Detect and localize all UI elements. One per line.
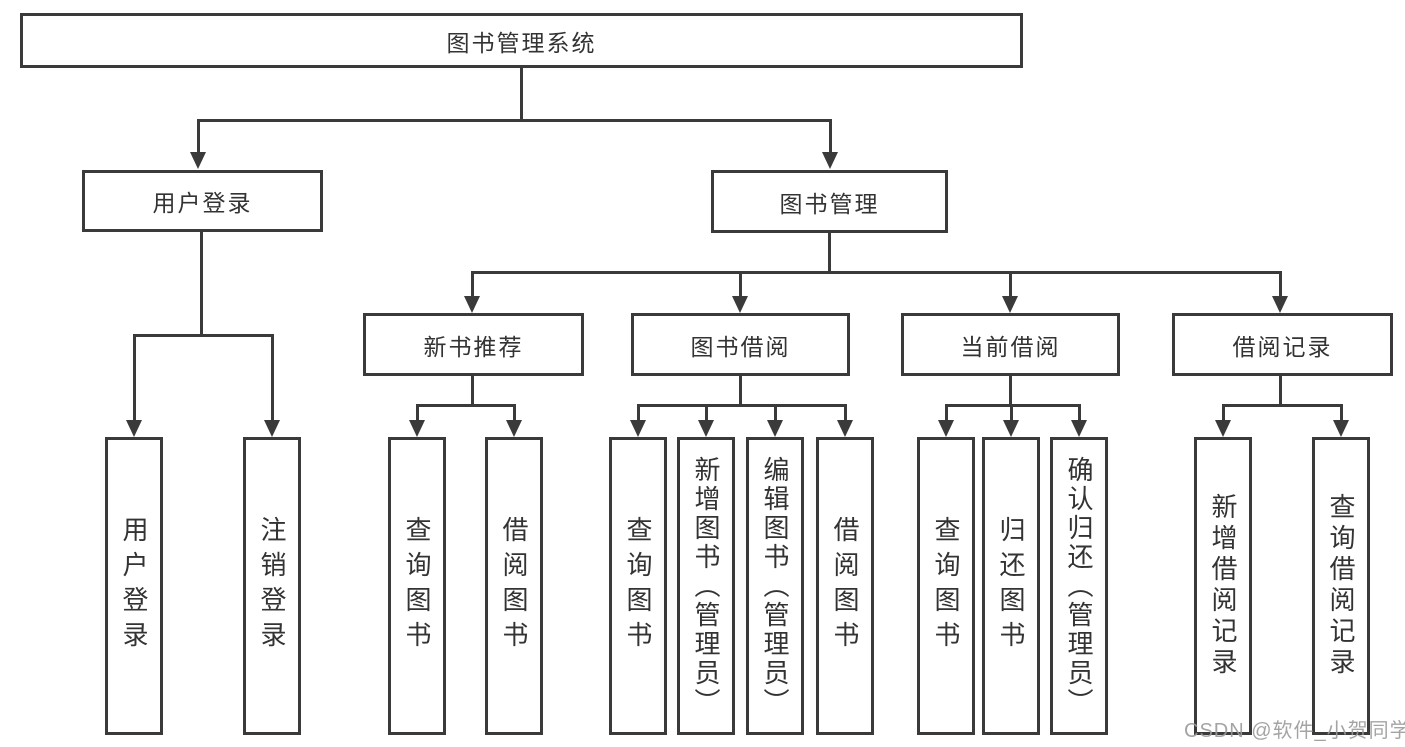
connector-line <box>133 334 136 422</box>
node-borrow-record: 借阅记录 <box>1172 313 1393 376</box>
leaf-confirm-return-admin: 确认归还（管理员） <box>1050 437 1108 735</box>
arrowhead-down <box>630 420 646 437</box>
node-new-book-recommend-label: 新书推荐 <box>423 333 524 360</box>
leaf-edit-book-admin: 编辑图书（管理员） <box>746 437 804 735</box>
connector-line <box>133 334 274 337</box>
leaf-query-book-recommend: 查询图书 <box>388 437 446 735</box>
connector-line <box>945 404 948 422</box>
arrowhead-down <box>190 152 206 169</box>
leaf-borrow-book: 借阅图书 <box>816 437 874 735</box>
leaf-return-book-label: 归还图书 <box>996 516 1026 656</box>
arrowhead-down <box>1215 420 1231 437</box>
connector-line <box>1279 271 1282 298</box>
leaf-user-login: 用户登录 <box>105 437 163 735</box>
node-current-borrow: 当前借阅 <box>901 313 1120 376</box>
leaf-return-book: 归还图书 <box>982 437 1040 735</box>
connector-line <box>637 404 847 407</box>
connector-line <box>471 271 1282 274</box>
connector-line <box>520 68 523 119</box>
connector-line <box>829 119 832 154</box>
arrowhead-down <box>698 420 714 437</box>
connector-line <box>1222 404 1225 422</box>
connector-line <box>739 376 742 407</box>
connector-line <box>416 404 516 407</box>
connector-line <box>197 119 832 122</box>
leaf-borrow-book-label: 借阅图书 <box>830 516 860 656</box>
connector-line <box>1222 404 1343 407</box>
connector-line <box>200 232 203 336</box>
connector-line <box>1010 404 1013 422</box>
connector-line <box>705 404 708 422</box>
leaf-add-book-admin-label: 新增图书（管理员） <box>691 455 721 717</box>
node-current-borrow-label: 当前借阅 <box>960 333 1061 360</box>
connector-line <box>197 119 200 154</box>
node-book-borrow: 图书借阅 <box>631 313 850 376</box>
node-user-login: 用户登录 <box>82 170 323 232</box>
connector-line <box>774 404 777 422</box>
arrowhead-down <box>1003 420 1019 437</box>
arrowhead-down <box>506 420 522 437</box>
connector-line <box>1078 404 1081 422</box>
connector-line <box>1279 376 1282 407</box>
arrowhead-down <box>822 152 838 169</box>
arrowhead-down <box>837 420 853 437</box>
leaf-add-book-admin: 新增图书（管理员） <box>677 437 735 735</box>
connector-line <box>471 271 474 298</box>
connector-line <box>844 404 847 422</box>
leaf-query-book-borrow: 查询图书 <box>609 437 667 735</box>
leaf-query-book-borrow-label: 查询图书 <box>623 516 653 656</box>
leaf-logout: 注销登录 <box>243 437 301 735</box>
connector-line <box>828 233 831 273</box>
connector-line <box>1009 271 1012 298</box>
node-book-management-label: 图书管理 <box>779 190 880 217</box>
connector-line <box>271 334 274 422</box>
leaf-user-login-label: 用户登录 <box>119 516 149 656</box>
node-new-book-recommend: 新书推荐 <box>363 313 584 376</box>
leaf-query-book-current: 查询图书 <box>917 437 975 735</box>
connector-line <box>1009 376 1012 407</box>
node-user-login-label: 用户登录 <box>152 190 253 216</box>
leaf-query-borrow-record: 查询借阅记录 <box>1312 437 1370 735</box>
leaf-borrow-book-recommend: 借阅图书 <box>485 437 543 735</box>
connector-line <box>945 404 1081 407</box>
connector-line <box>416 404 419 422</box>
node-book-management: 图书管理 <box>711 170 948 233</box>
arrowhead-down <box>1333 420 1349 437</box>
arrowhead-down <box>1071 420 1087 437</box>
leaf-add-borrow-record: 新增借阅记录 <box>1194 437 1252 735</box>
connector-line <box>637 404 640 422</box>
node-root-label: 图书管理系统 <box>446 29 597 56</box>
arrowhead-down <box>767 420 783 437</box>
arrowhead-down <box>1002 296 1018 313</box>
connector-line <box>471 376 474 407</box>
arrowhead-down <box>464 296 480 313</box>
leaf-borrow-book-recommend-label: 借阅图书 <box>499 516 529 656</box>
leaf-query-borrow-record-label: 查询借阅记录 <box>1326 493 1356 679</box>
csdn-watermark: CSDN @软件_小贺同学 <box>1184 720 1405 742</box>
leaf-edit-book-admin-label: 编辑图书（管理员） <box>760 455 790 717</box>
arrowhead-down <box>409 420 425 437</box>
node-root: 图书管理系统 <box>20 13 1023 68</box>
connector-line <box>513 404 516 422</box>
leaf-confirm-return-admin-label: 确认归还（管理员） <box>1064 455 1094 717</box>
arrowhead-down <box>732 296 748 313</box>
arrowhead-down <box>938 420 954 437</box>
arrowhead-down <box>1272 296 1288 313</box>
connector-line <box>739 271 742 298</box>
leaf-logout-label: 注销登录 <box>257 516 287 656</box>
node-borrow-record-label: 借阅记录 <box>1232 333 1333 360</box>
node-book-borrow-label: 图书借阅 <box>690 333 791 360</box>
leaf-query-book-recommend-label: 查询图书 <box>402 516 432 656</box>
connector-line <box>1340 404 1343 422</box>
arrowhead-down <box>264 420 280 437</box>
leaf-add-borrow-record-label: 新增借阅记录 <box>1208 493 1238 679</box>
leaf-query-book-current-label: 查询图书 <box>931 516 961 656</box>
arrowhead-down <box>126 420 142 437</box>
